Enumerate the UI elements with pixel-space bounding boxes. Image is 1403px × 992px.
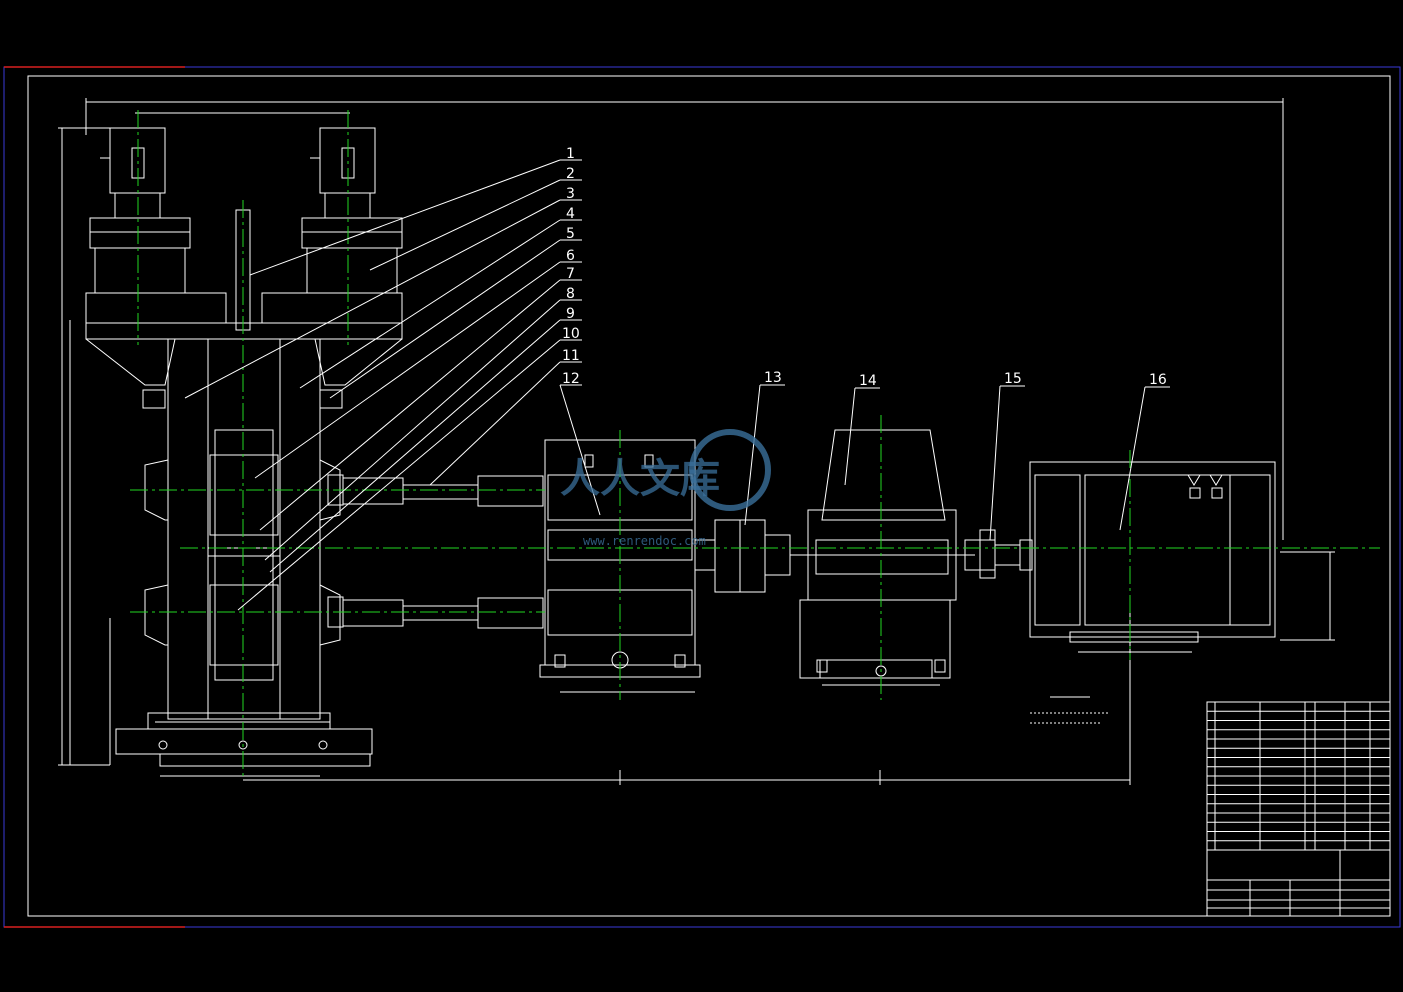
part-label-5: 5 [566,226,575,242]
part-label-12: 12 [562,371,580,387]
title-block [1206,849,1391,917]
part-label-9: 9 [566,306,575,322]
part-label-3: 3 [566,186,575,202]
sheet-frame [3,66,1401,928]
watermark-url: www.renrendoc.com [583,534,706,548]
part-label-1: 1 [566,146,575,162]
watermark: 人人文库 www.renrendoc.com [560,429,771,548]
coupling [694,519,791,593]
part-label-7: 7 [566,266,575,282]
part-label-4: 4 [566,206,575,222]
dimension-lines [58,98,1335,785]
technical-notes [1030,696,1110,724]
part-label-16: 16 [1149,372,1167,388]
part-label-8: 8 [566,286,575,302]
part-label-13: 13 [764,370,782,386]
part-label-10: 10 [562,326,580,342]
part-label-15: 15 [1004,371,1022,387]
motor-coupling [964,529,1021,579]
spindles [327,474,544,629]
rolling-stand [85,127,403,767]
gear-reducer [790,429,975,679]
parts-list-table [1206,701,1391,851]
part-label-14: 14 [859,373,877,389]
part-label-2: 2 [566,166,575,182]
leader-lines [184,159,1170,611]
watermark-brand: 人人文库 [560,456,720,502]
part-labels: 1 2 3 4 5 6 7 8 9 10 11 12 13 14 15 16 [562,146,1167,389]
centerlines [130,110,1380,780]
main-motor [1019,461,1276,643]
part-label-11: 11 [562,348,580,364]
part-label-6: 6 [566,248,575,264]
watermark-logo-icon [689,429,771,511]
